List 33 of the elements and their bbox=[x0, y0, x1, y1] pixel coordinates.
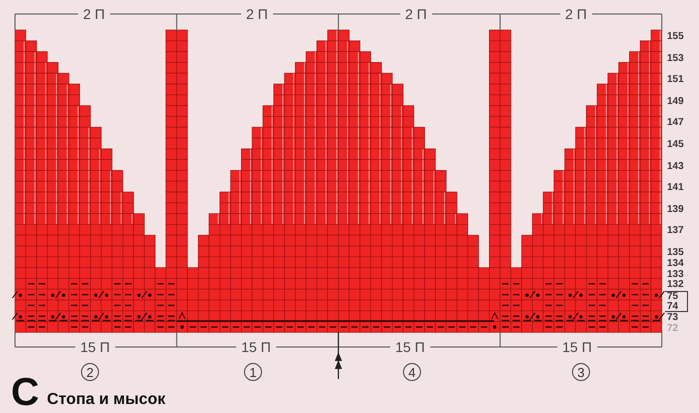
row-number: 151 bbox=[667, 75, 684, 86]
row-number: 134 bbox=[667, 258, 684, 269]
section-number: 1 bbox=[244, 363, 262, 381]
row-number: 132 bbox=[667, 280, 684, 290]
row-range-box bbox=[665, 291, 688, 312]
chart-title: Стопа и мысок bbox=[47, 392, 166, 408]
dimension-label: 2 П bbox=[241, 7, 273, 21]
dimension-label: 2 П bbox=[78, 7, 110, 21]
row-number: 155 bbox=[667, 32, 684, 42]
row-number: 141 bbox=[667, 183, 684, 194]
row-number: 143 bbox=[667, 162, 684, 172]
row-number: 153 bbox=[667, 54, 684, 64]
dimension-label: 15 П bbox=[557, 340, 597, 354]
section-number: 2 bbox=[81, 363, 99, 381]
row-number: 72 bbox=[667, 324, 678, 334]
row-number: 147 bbox=[667, 118, 684, 128]
row-number: 74 bbox=[667, 302, 680, 312]
row-number: 133 bbox=[667, 270, 684, 280]
dimension-label: 2 П bbox=[560, 7, 592, 21]
row-number: 137 bbox=[667, 226, 684, 236]
row-number: 145 bbox=[667, 140, 684, 150]
section-letter: C bbox=[11, 373, 40, 412]
row-number: 135 bbox=[667, 248, 684, 258]
section-number: 4 bbox=[403, 363, 421, 381]
row-number: 73 bbox=[667, 312, 678, 323]
dimension-label: 15 П bbox=[390, 340, 430, 354]
dimension-label: 15 П bbox=[75, 340, 115, 354]
row-number: 75 bbox=[667, 292, 680, 302]
row-number: 149 bbox=[667, 96, 684, 107]
dimension-label: 2 П bbox=[400, 7, 432, 21]
dimension-label: 15 П bbox=[236, 340, 276, 354]
section-number: 3 bbox=[572, 363, 590, 381]
row-number: 139 bbox=[667, 204, 684, 215]
